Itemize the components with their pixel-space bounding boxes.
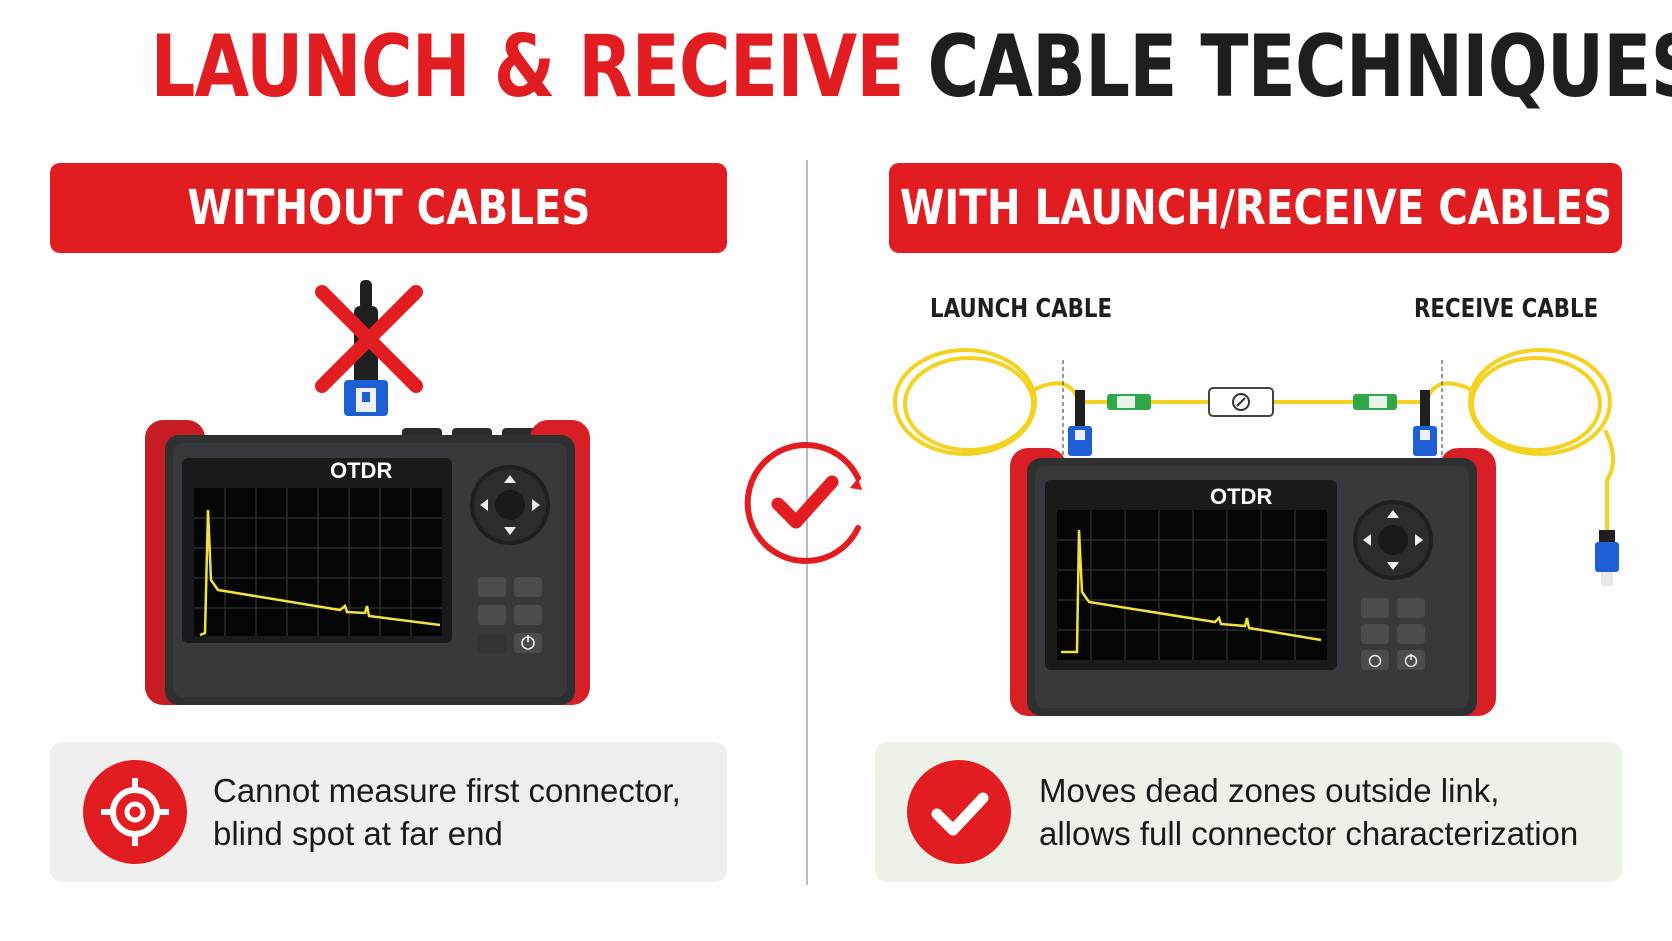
right-info-line-1: Moves dead zones outside link,	[1039, 772, 1500, 809]
left-info-line-1: Cannot measure first connector,	[213, 772, 681, 809]
with-cables-heading: WITH LAUNCH/RECEIVE CABLES	[899, 180, 1612, 236]
right-info-box: Moves dead zones outside link, allows fu…	[875, 742, 1622, 882]
without-cables-heading: WITHOUT CABLES	[186, 180, 591, 236]
right-otdr-setup	[893, 348, 1619, 716]
left-info-box: Cannot measure first connector, blind sp…	[50, 742, 727, 882]
left-otdr-device	[145, 280, 590, 705]
launch-cable-coil	[893, 348, 1082, 456]
right-info-text: Moves dead zones outside link, allows fu…	[1039, 769, 1609, 855]
red-x-icon	[315, 285, 423, 393]
without-cables-banner: WITHOUT CABLES	[50, 163, 727, 253]
receive-cable-coil	[1423, 348, 1615, 530]
checkmark-icon	[907, 760, 1011, 864]
launch-cable-label: LAUNCH CABLE	[930, 294, 1113, 324]
receive-blue-connector	[1413, 426, 1437, 456]
left-power-button	[514, 633, 542, 653]
right-info-line-2: allows full connector characterization	[1039, 815, 1579, 852]
left-otdr-trace	[199, 509, 441, 637]
right-otdr-label: OTDR	[1210, 484, 1273, 509]
target-icon	[83, 760, 187, 864]
title-dark-part: CABLE TECHNIQUES	[927, 17, 1672, 117]
receive-cable-label: RECEIVE CABLE	[1414, 294, 1599, 324]
receive-end-connector	[1595, 542, 1619, 572]
left-info-line-2: blind spot at far end	[213, 815, 503, 852]
with-cables-banner: WITH LAUNCH/RECEIVE CABLES	[889, 163, 1622, 253]
checkmark-circle-icon	[744, 442, 862, 564]
title-red-part: LAUNCH & RECEIVE	[150, 17, 904, 117]
launch-blue-connector	[1068, 426, 1092, 456]
right-otdr-trace	[1061, 529, 1322, 654]
left-otdr-label: OTDR	[330, 458, 393, 483]
left-info-text: Cannot measure first connector, blind sp…	[213, 769, 713, 855]
page-title: LAUNCH & RECEIVE CABLE TECHNIQUES	[150, 17, 1672, 117]
center-divider	[806, 160, 808, 885]
